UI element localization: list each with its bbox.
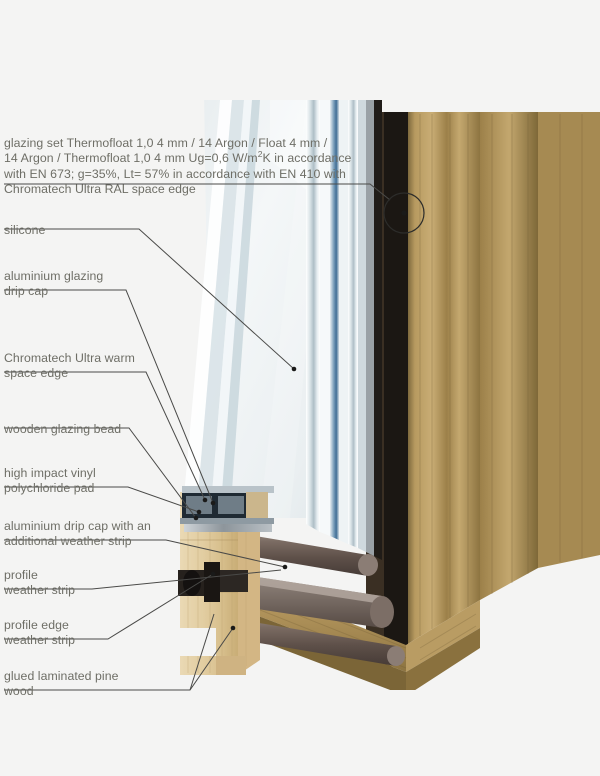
callout-profile-weather-strip-text: profile weather strip	[4, 567, 76, 598]
callout-aluminium-drip-cap-text: aluminium drip cap with an additional we…	[4, 518, 151, 549]
callout-profile-edge-weather-strip-text: profile edge weather strip	[4, 617, 76, 648]
callout-wooden-glazing-bead-text: wooden glazing bead	[4, 421, 122, 436]
glazing-bead-detail	[180, 486, 274, 532]
callout-glazing-set-text: glazing set Thermofloat 1,0 4 mm / 14 Ar…	[4, 135, 352, 197]
superscript-two: 2	[257, 148, 263, 159]
outer-wood-frame	[366, 112, 600, 678]
callout-high-impact-vinyl-polychloride-pad: high impact vinyl polychloride pad	[4, 450, 128, 497]
callout-aluminium-glazing-drip-cap: aluminium glazing drip cap	[4, 253, 126, 300]
callout-aluminium-glazing-drip-cap-text: aluminium glazing drip cap	[4, 268, 104, 299]
callout-profile-weather-strip: profile weather strip	[4, 552, 92, 599]
callout-glazing-set: glazing set Thermofloat 1,0 4 mm / 14 Ar…	[4, 120, 364, 198]
callout-silicone: silicone	[4, 207, 139, 238]
callout-chromatech-text: Chromatech Ultra warm space edge	[4, 350, 135, 381]
callout-glued-laminated-pine-wood-text: glued laminated pine wood	[4, 668, 119, 699]
callout-glued-laminated-pine-wood: glued laminated pine wood	[4, 653, 190, 700]
callout-silicone-text: silicone	[4, 222, 46, 237]
callout-wooden-glazing-bead: wooden glazing bead	[4, 406, 129, 437]
glazing-edge-stack	[306, 100, 382, 560]
callout-profile-edge-weather-strip: profile edge weather strip	[4, 602, 108, 649]
callout-vinyl-pad-text: high impact vinyl polychloride pad	[4, 465, 96, 496]
callout-aluminium-drip-cap-weather-strip: aluminium drip cap with an additional we…	[4, 503, 166, 550]
callout-chromatech-ultra-warm-space-edge: Chromatech Ultra warm space edge	[4, 335, 146, 382]
